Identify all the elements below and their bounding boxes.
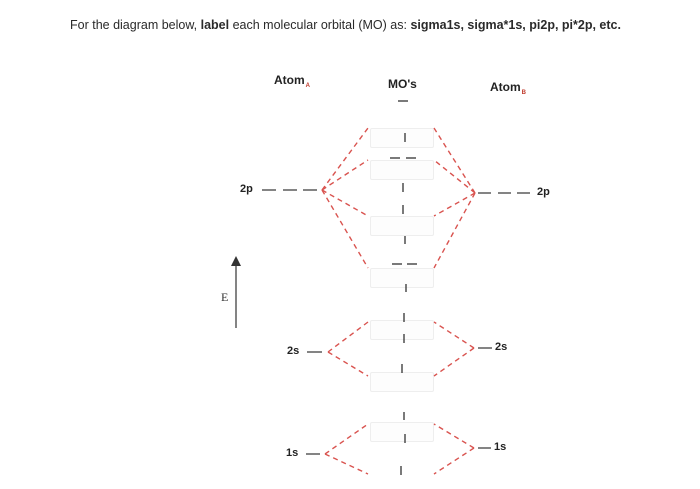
mo-label-box[interactable] <box>370 422 434 442</box>
atom-a-2s-label: 2s <box>287 345 300 357</box>
energy-label: E <box>221 290 229 304</box>
mo-label-box[interactable] <box>370 128 434 148</box>
atom-a-header: AtomA <box>274 73 311 90</box>
atom-b-2p-label: 2p <box>537 186 550 198</box>
instruction-text: For the diagram below, label each molecu… <box>70 18 621 32</box>
atom-a-2p-label: 2p <box>240 183 253 195</box>
atom-a-1s-label: 1s <box>286 447 299 459</box>
mo-header: MO's <box>388 77 417 91</box>
mo-levels <box>390 100 417 475</box>
energy-arrowhead-icon <box>231 256 241 266</box>
atom-b-2s-label: 2s <box>495 341 508 353</box>
atom-b-1s-label: 1s <box>494 441 507 453</box>
atom-b-header: AtomB <box>490 80 527 97</box>
mo-label-box[interactable] <box>370 216 434 236</box>
mo-label-box[interactable] <box>370 268 434 288</box>
mo-label-box[interactable] <box>370 320 434 340</box>
correlation-dashes <box>321 127 476 475</box>
mo-label-box[interactable] <box>370 160 434 180</box>
